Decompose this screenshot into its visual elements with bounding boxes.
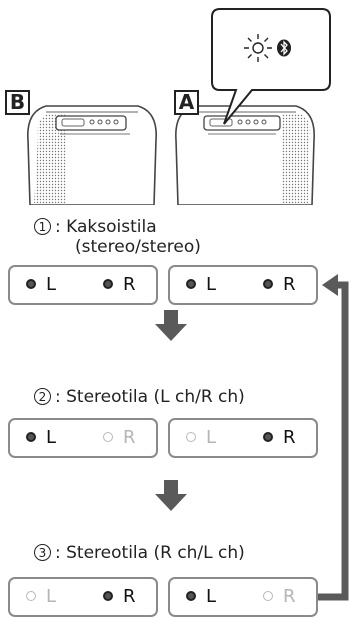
speaker-b-label: B bbox=[5, 90, 30, 115]
speakers-illustration bbox=[27, 8, 331, 205]
channel-indicator-r: R bbox=[263, 586, 296, 608]
channel-indicator-l: L bbox=[26, 274, 56, 296]
mode-3-panel-speaker-a: L R bbox=[168, 577, 318, 617]
mode-2-panel-speaker-b: L R bbox=[8, 418, 158, 458]
mode-2-panel-speaker-a: L R bbox=[168, 418, 318, 458]
down-arrow-icon bbox=[155, 310, 187, 341]
channel-indicator-l: L bbox=[186, 586, 216, 608]
indicator-light bbox=[186, 279, 196, 289]
down-arrow-icon bbox=[155, 480, 187, 511]
channel-indicator-l: L bbox=[186, 274, 216, 296]
callout-bubble bbox=[211, 8, 331, 125]
blinking-light-icon bbox=[244, 34, 272, 62]
mode-2-title: 2: Stereotila (L ch/R ch) bbox=[34, 387, 245, 407]
mode-1-title: 1: Kaksoistila bbox=[34, 217, 157, 237]
mode-1-panel-speaker-b: L R bbox=[8, 265, 158, 305]
indicator-light bbox=[26, 432, 36, 442]
mode-1-title-text: Kaksoistila bbox=[66, 217, 157, 237]
indicator-light bbox=[26, 591, 36, 601]
indicator-light bbox=[263, 279, 273, 289]
channel-indicator-r: R bbox=[103, 274, 136, 296]
mode-1-panel-speaker-a: L R bbox=[168, 265, 318, 305]
mode-2-number: 2 bbox=[34, 388, 51, 405]
indicator-light bbox=[103, 279, 113, 289]
speaker-b bbox=[27, 105, 157, 205]
mode-1-subtitle: (stereo/stereo) bbox=[75, 237, 201, 257]
channel-indicator-r: R bbox=[263, 427, 296, 449]
mode-3-number: 3 bbox=[34, 544, 51, 561]
indicator-light bbox=[103, 591, 113, 601]
mode-3-panel-speaker-b: L R bbox=[8, 577, 158, 617]
indicator-light bbox=[263, 591, 273, 601]
channel-indicator-l: L bbox=[26, 586, 56, 608]
channel-indicator-l: L bbox=[26, 427, 56, 449]
indicator-light bbox=[26, 279, 36, 289]
mode-3-title: 3: Stereotila (R ch/L ch) bbox=[34, 543, 245, 563]
mode-1-number: 1 bbox=[34, 218, 51, 235]
indicator-light bbox=[103, 432, 113, 442]
channel-indicator-l: L bbox=[186, 427, 216, 449]
channel-indicator-r: R bbox=[103, 586, 136, 608]
channel-indicator-r: R bbox=[263, 274, 296, 296]
indicator-light bbox=[263, 432, 273, 442]
indicator-light bbox=[186, 591, 196, 601]
mode-2-title-text: Stereotila (L ch/R ch) bbox=[66, 387, 245, 407]
channel-indicator-r: R bbox=[103, 427, 136, 449]
bluetooth-icon bbox=[277, 39, 291, 57]
indicator-light bbox=[186, 432, 196, 442]
mode-3-title-text: Stereotila (R ch/L ch) bbox=[66, 543, 245, 563]
speaker-a-label: A bbox=[174, 90, 199, 115]
speaker-a bbox=[175, 105, 315, 205]
